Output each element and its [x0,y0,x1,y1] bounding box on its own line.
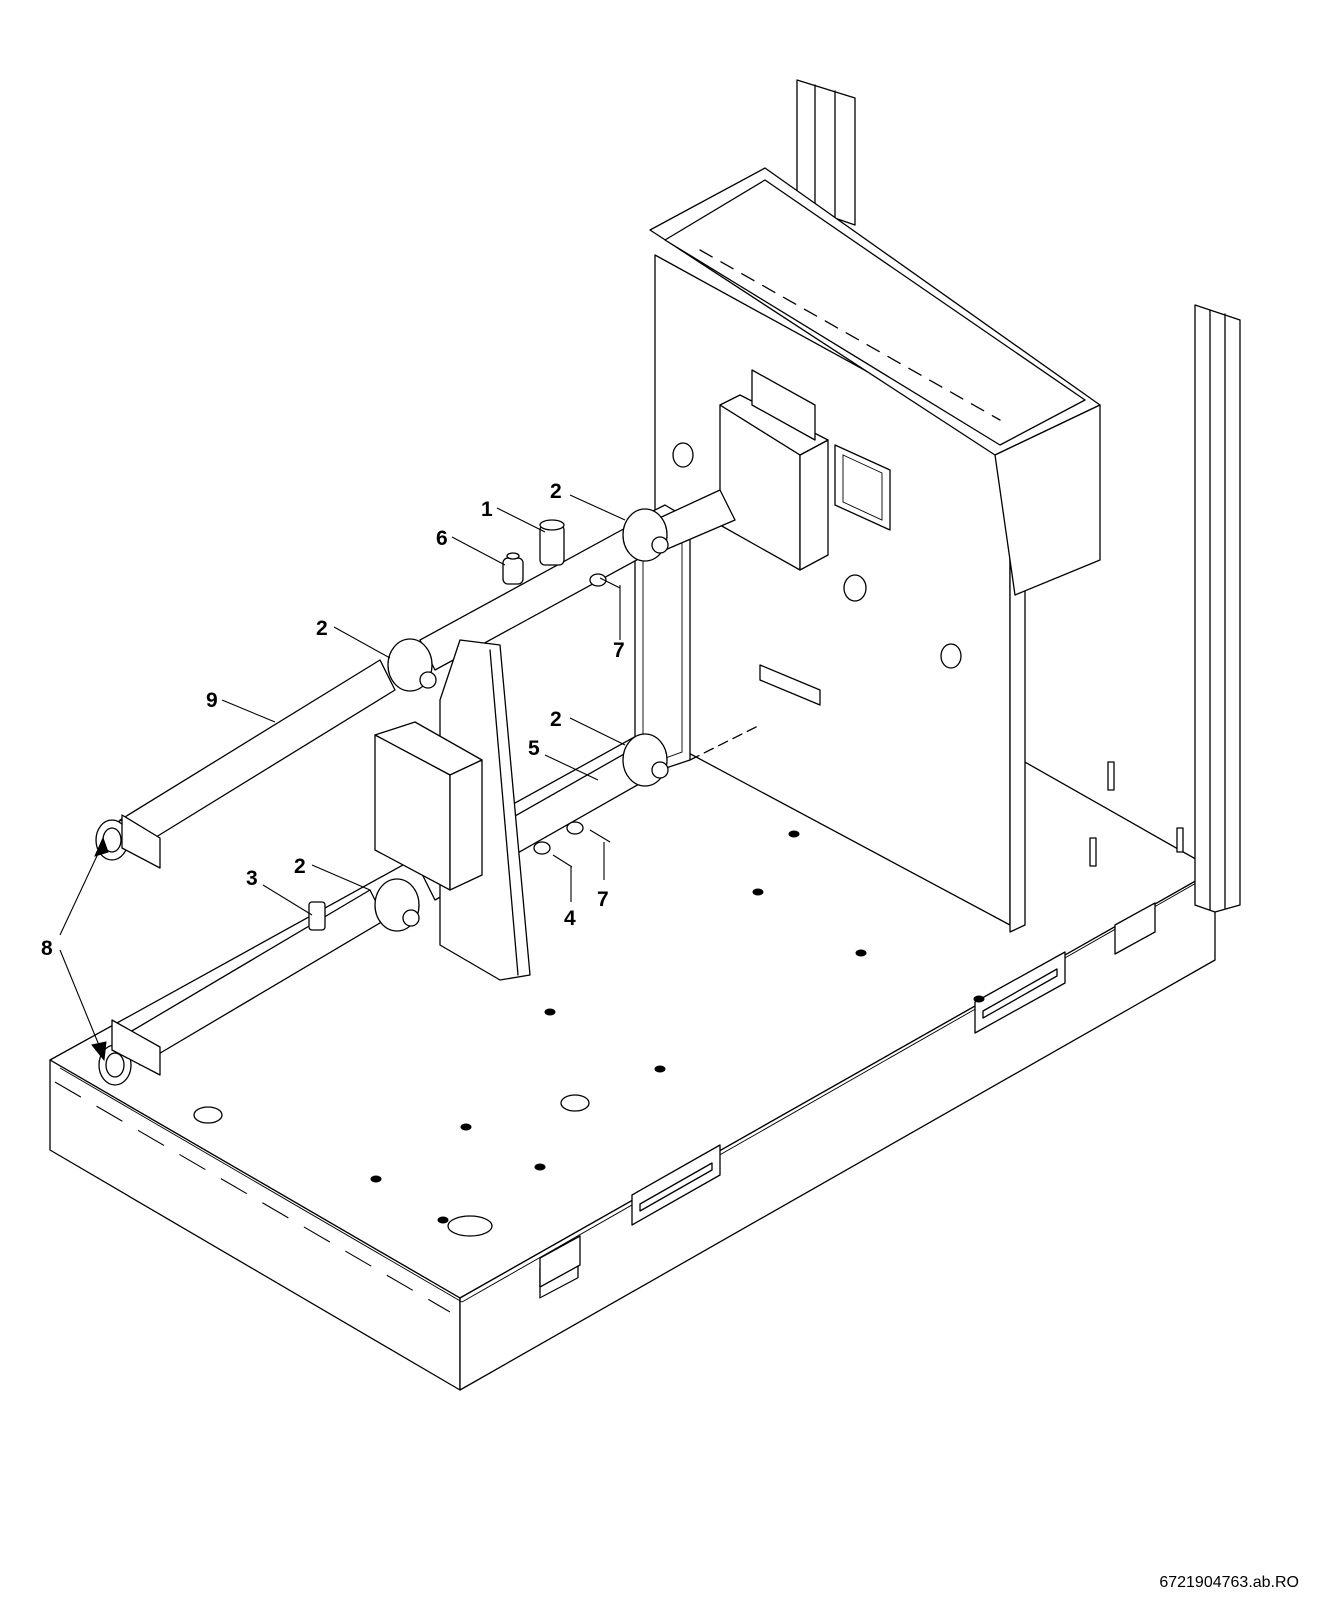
callout-2-lower-left: 2 [294,855,306,878]
coupling-lower-left [374,878,420,932]
coupling-upper-left [387,638,437,692]
callout-2-lower-right: 2 [550,708,562,731]
sensor-item7-lower [566,821,584,835]
image-code: 6721904763.ab.RO [1159,1574,1299,1591]
flue-box [719,369,829,571]
sensor-item7-upper [589,573,607,587]
callout-6: 6 [436,527,448,550]
callout-4: 4 [564,907,576,930]
callout-7-lower: 7 [597,888,609,911]
callout-5: 5 [528,737,540,760]
callout-1: 1 [481,498,493,521]
callout-2-upper-right: 2 [550,480,562,503]
control-box [374,721,483,891]
callout-7-upper: 7 [613,639,625,662]
valve-item3 [308,901,326,931]
floor-studs [1089,761,1184,867]
valve-item6 [502,552,524,585]
coupling-lower-right [622,733,669,787]
center-upright-post [796,79,856,226]
coupling-upper-right [622,508,669,562]
callout-2-upper-left: 2 [316,617,328,640]
floor-holes [193,830,985,1237]
callout-9: 9 [206,689,218,712]
air-vent-item1 [539,519,565,566]
right-upright-post [1194,304,1241,913]
callout-3: 3 [246,867,258,890]
support-bracket [439,639,531,981]
leader-lines [59,494,626,1062]
hood-vents [699,249,1001,421]
sensor-item4 [533,841,551,855]
callout-labels: 1 2 6 2 7 9 2 5 2 3 7 4 8 [41,480,625,960]
callout-8: 8 [41,937,53,960]
